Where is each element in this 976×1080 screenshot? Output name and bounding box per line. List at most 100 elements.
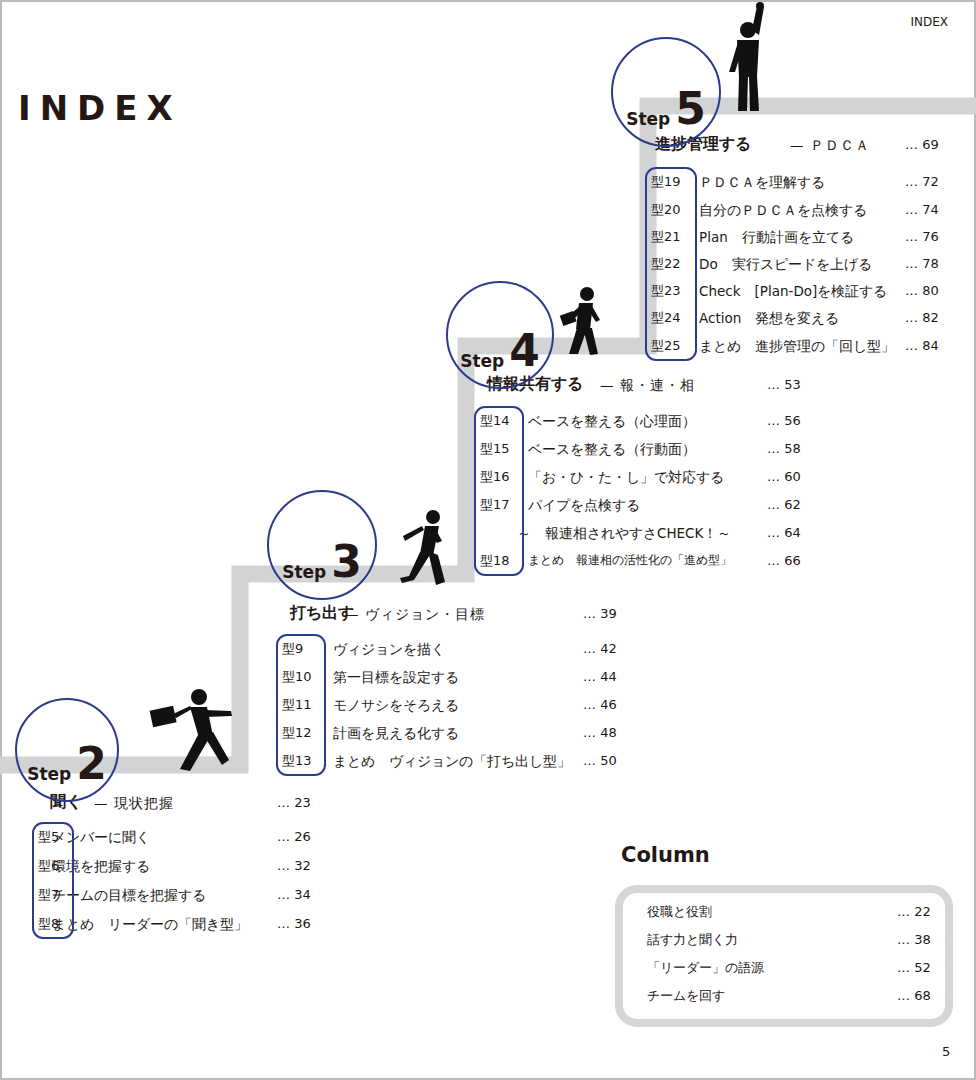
step-heading: 進捗管理する <box>655 135 751 154</box>
page-number: … 50 <box>583 753 617 769</box>
page-number: … 34 <box>277 887 311 903</box>
type-number: 型12 <box>282 725 312 741</box>
index-entry: パイプを点検する <box>528 497 640 513</box>
index-entry: 環境を把握する <box>52 858 150 874</box>
page-number: … 66 <box>767 553 801 569</box>
briefcase-runner-silhouette <box>560 287 600 355</box>
page-number: … 82 <box>905 310 939 326</box>
step-circle: Step 4 <box>446 281 554 389</box>
page-number: … 72 <box>905 174 939 190</box>
type-number-box: 型9型10型11型12型13 <box>276 634 326 776</box>
column-entry: 話す力と聞く力 <box>647 932 738 948</box>
type-number: 型25 <box>651 338 681 354</box>
step-circle: Step 3 <box>267 490 377 600</box>
column-heading: Column <box>621 843 710 868</box>
page-number: … 42 <box>583 641 617 657</box>
page-number: … 53 <box>767 377 801 393</box>
column-entry: 「リーダー」の語源 <box>647 960 764 976</box>
step-subheading: — 現状把握 <box>94 795 174 811</box>
index-entry: 第一目標を設定する <box>333 669 459 685</box>
index-entry: 自分のＰＤＣＡを点検する <box>699 202 867 218</box>
page-number: … 68 <box>897 988 931 1004</box>
walker-silhouette <box>150 689 232 771</box>
page-title: INDEX <box>18 88 182 129</box>
page-number: … 69 <box>905 137 939 153</box>
type-number: 型16 <box>480 469 510 485</box>
type-number: 型21 <box>651 229 681 245</box>
index-entry: ベースを整える（行動面） <box>528 441 696 457</box>
type-number: 型19 <box>651 174 681 190</box>
page-number: … 52 <box>897 960 931 976</box>
page-number: … 26 <box>277 829 311 845</box>
type-number: 型6 <box>38 858 59 874</box>
column-entry: チームを回す <box>647 988 725 1004</box>
type-number-box: 型5 型6 型7 型8 <box>32 822 74 939</box>
type-number: 型13 <box>282 753 312 769</box>
index-entry: まとめ 報連相の活性化の「進め型」 <box>528 553 732 568</box>
index-entry: Action 発想を変える <box>699 310 839 326</box>
index-entry: まとめ リーダーの「聞き型」 <box>52 916 248 932</box>
page-number: … 84 <box>905 338 939 354</box>
step-circle: Step5 <box>611 37 721 147</box>
page-number: … 74 <box>905 202 939 218</box>
type-number: 型15 <box>480 441 510 457</box>
step-heading: 情報共有する <box>487 375 583 394</box>
type-number: 型20 <box>651 202 681 218</box>
page-number: … 22 <box>897 904 931 920</box>
index-entry: Do 実行スピードを上げる <box>699 256 872 272</box>
type-number: 型10 <box>282 669 312 685</box>
index-entry: 計画を見える化する <box>333 725 459 741</box>
index-entry: ベースを整える（心理面） <box>528 413 696 429</box>
type-number-box: 型19型20型21型22型23型24型25 <box>645 167 697 361</box>
step-number: 3 <box>331 540 362 584</box>
column-box: Column役職と役割… 22話す力と聞く力… 38「リーダー」の語源… 52チ… <box>615 885 953 1027</box>
index-entry: ～ 報連相されやすさCHECK！～ <box>517 525 731 541</box>
page-number: … 23 <box>277 795 311 811</box>
index-entry: モノサシをそろえる <box>333 697 459 713</box>
page-number: … 78 <box>905 256 939 272</box>
type-number: 型23 <box>651 283 681 299</box>
running-header: INDEX <box>910 15 948 29</box>
type-number: 型22 <box>651 256 681 272</box>
type-number: 型17 <box>480 497 510 513</box>
page-number: … 76 <box>905 229 939 245</box>
step-number: 4 <box>509 329 540 373</box>
step-subheading: — ヴィジョン・目標 <box>345 606 485 622</box>
step-heading: 打ち出す <box>290 604 354 623</box>
type-number: 型9 <box>282 641 303 657</box>
folio: 5 <box>942 1044 950 1060</box>
stair-band <box>0 106 976 765</box>
step-word: Step <box>27 766 71 783</box>
index-entry: ヴィジョンを描く <box>333 641 445 657</box>
step-word: Step <box>282 564 326 581</box>
step-subheading: — ＰＤＣＡ <box>790 137 870 153</box>
index-entry: メンバーに聞く <box>52 829 150 845</box>
type-number: 型5 <box>38 829 59 845</box>
page-number: … 58 <box>767 441 801 457</box>
page-number: … 60 <box>767 469 801 485</box>
page-number: … 32 <box>277 858 311 874</box>
page-number: … 64 <box>767 525 801 541</box>
type-number: 型18 <box>480 553 510 569</box>
type-number: 型14 <box>480 413 510 429</box>
type-number: 型8 <box>38 916 59 932</box>
step-number: 5 <box>675 87 706 131</box>
index-entry: Plan 行動計画を立てる <box>699 229 854 245</box>
index-entry: まとめ ヴィジョンの「打ち出し型」 <box>333 753 571 769</box>
page-number: … 39 <box>583 606 617 622</box>
runner-silhouette <box>400 510 445 585</box>
index-entry: チームの目標を把握する <box>52 887 206 903</box>
page-number: … 80 <box>905 283 939 299</box>
column-entry: 役職と役割 <box>647 904 712 920</box>
step-heading: 聞く <box>50 793 82 812</box>
type-number-box: 型14 型15 型16 型17 型18 <box>474 406 524 576</box>
step-word: Step <box>460 353 504 370</box>
index-entry: 「お・ひ・た・し」で対応する <box>528 469 724 485</box>
type-number: 型7 <box>38 887 59 903</box>
page-number: … 36 <box>277 916 311 932</box>
step-number: 2 <box>76 742 107 786</box>
page-number: … 38 <box>897 932 931 948</box>
index-entry: ＰＤＣＡを理解する <box>699 174 825 190</box>
index-entry: まとめ 進捗管理の「回し型」 <box>699 338 895 354</box>
